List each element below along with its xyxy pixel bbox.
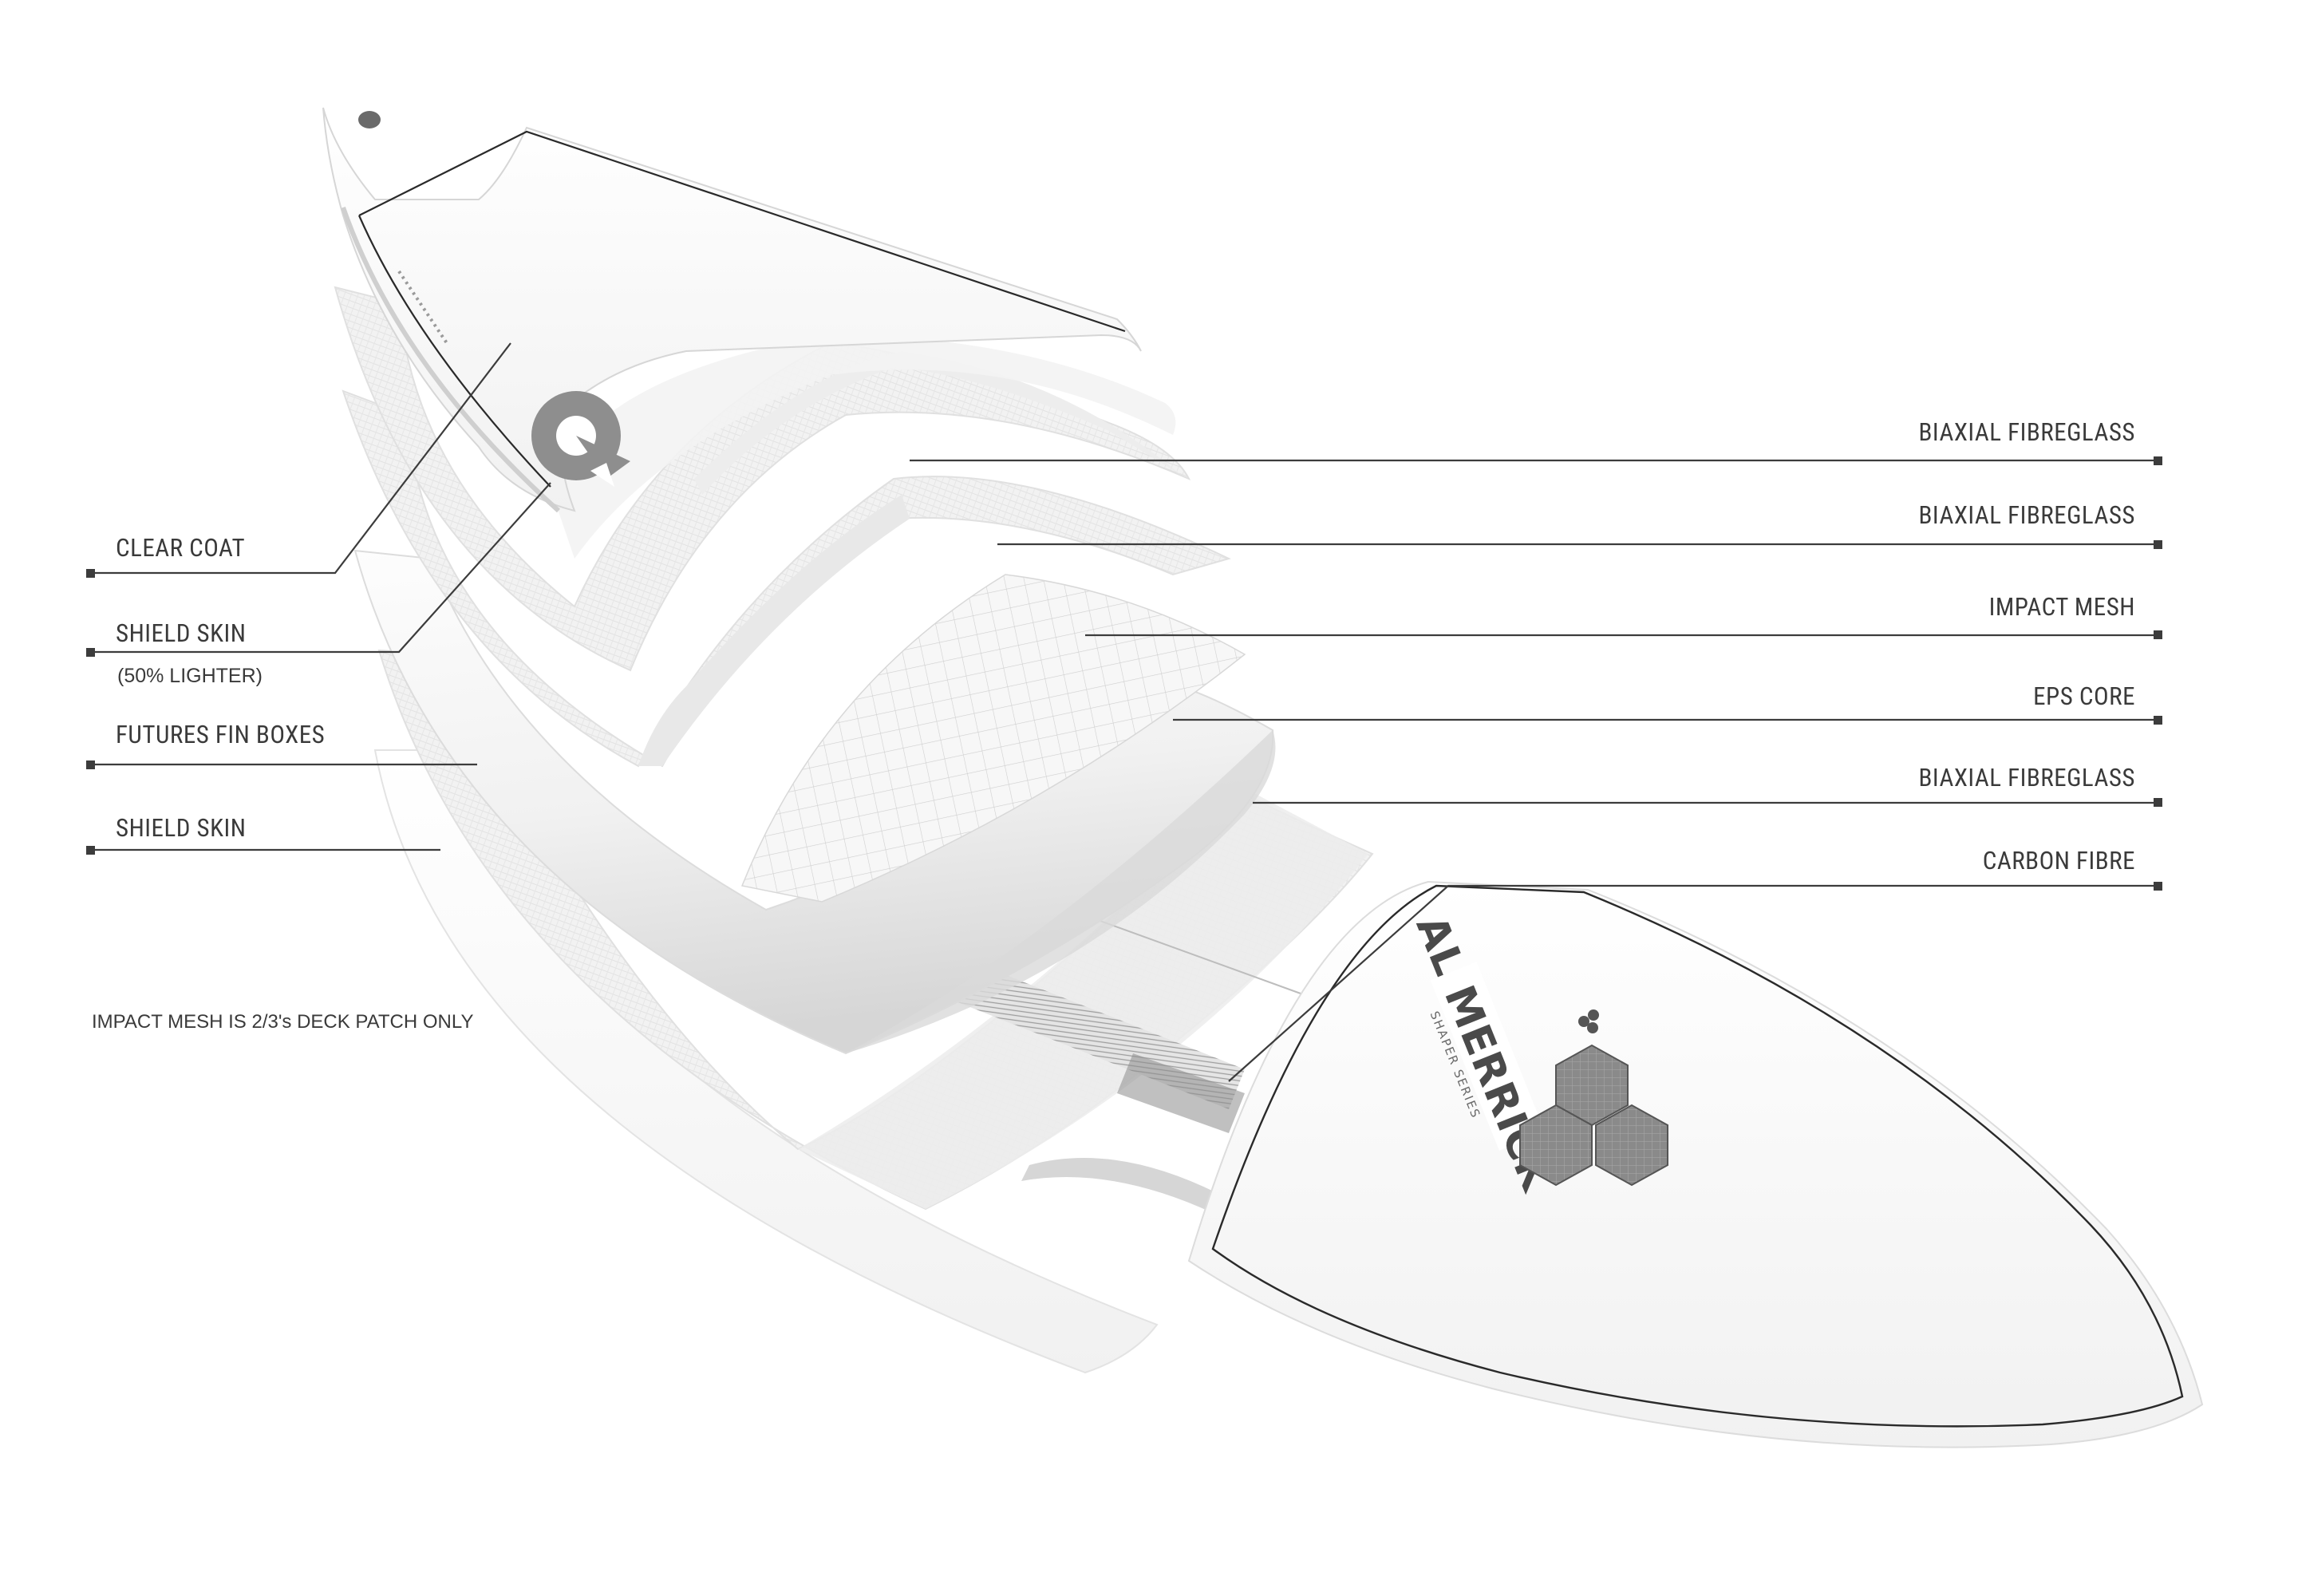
label-eps-core: EPS CORE: [2033, 681, 2135, 711]
label-biaxial-fibreglass-1: BIAXIAL FIBREGLASS: [1919, 417, 2136, 447]
nose-bottom-panel: AL MERRICK SHAPER SERIES: [1187, 880, 2204, 1448]
callout-impact-mesh: IMPACT MESH: [1085, 592, 2162, 639]
left-callouts: CLEAR COAT SHIELD SKIN (50% LIGHTER) FUT…: [86, 342, 551, 855]
label-shield-skin-bottom: SHIELD SKIN: [116, 813, 246, 843]
leash-plug-icon: [358, 111, 381, 128]
label-impact-mesh: IMPACT MESH: [1989, 592, 2135, 622]
biaxial-fibreglass-layer-1: [511, 335, 1176, 559]
label-carbon-fibre: CARBON FIBRE: [1983, 846, 2135, 875]
callout-clear-coat: CLEAR COAT: [86, 342, 511, 578]
impact-mesh-note: IMPACT MESH IS 2/3's DECK PATCH ONLY: [92, 1011, 473, 1033]
callout-futures-fin-boxes: FUTURES FIN BOXES: [86, 720, 477, 769]
hex-logo-icon: [1519, 1044, 1668, 1187]
label-biaxial-fibreglass-2: BIAXIAL FIBREGLASS: [1919, 500, 2136, 530]
label-clear-coat: CLEAR COAT: [116, 533, 245, 563]
clear-coat-layer: [322, 107, 1142, 513]
label-shield-skin-top-sub: (50% LIGHTER): [117, 665, 263, 687]
label-shield-skin-top: SHIELD SKIN: [116, 618, 246, 648]
label-futures-fin-boxes: FUTURES FIN BOXES: [116, 720, 325, 749]
callout-biaxial-fibreglass-3: BIAXIAL FIBREGLASS: [1253, 763, 2162, 807]
impact-mesh-layer: [740, 574, 1246, 903]
callout-biaxial-fibreglass-2: BIAXIAL FIBREGLASS: [997, 500, 2162, 549]
callout-biaxial-fibreglass-1: BIAXIAL FIBREGLASS: [910, 417, 2162, 465]
club-icon: [1578, 1016, 1589, 1027]
bottom-laminate-layer: [377, 649, 1374, 1211]
label-biaxial-fibreglass-3: BIAXIAL FIBREGLASS: [1919, 763, 2136, 792]
callout-carbon-fibre: CARBON FIBRE: [1228, 846, 2162, 1082]
torq-logo-icon: [531, 391, 630, 487]
eps-core-layer: [353, 549, 1276, 1055]
callout-eps-core: EPS CORE: [1173, 681, 2162, 725]
shield-skin-top-layer: [342, 389, 1231, 768]
callout-shield-skin-bottom: SHIELD SKIN: [86, 813, 440, 855]
right-callouts: BIAXIAL FIBREGLASS BIAXIAL FIBREGLASS IM…: [910, 417, 2162, 1082]
biaxial-fibreglass-layer-2: [334, 286, 1191, 672]
callout-shield-skin-top: SHIELD SKIN (50% LIGHTER): [86, 482, 551, 687]
